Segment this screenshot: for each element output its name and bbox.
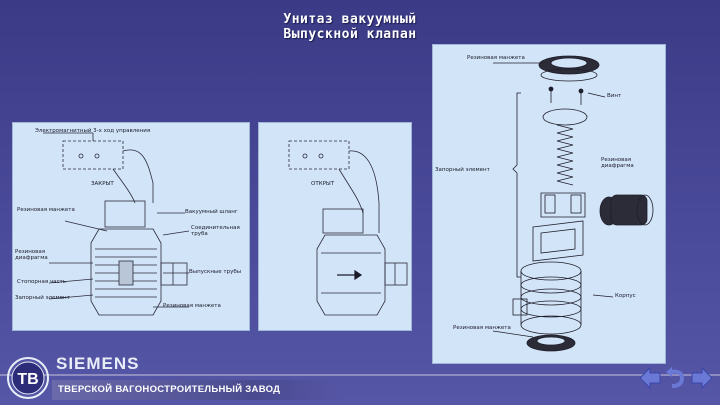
- parts-label-rubber-cuff-top: Резиновая манжета: [467, 55, 525, 61]
- page-title: Унитаз вакуумный Выпускной клапан: [240, 12, 460, 42]
- label-connecting-pipe: Соединительная труба: [191, 225, 240, 237]
- title-line-1: Унитаз вакуумный: [283, 12, 417, 27]
- label-rubber-cuff-bottom: Резиновая манжета: [163, 303, 221, 309]
- label-vacuum-shutter: Вакуумный шланг: [185, 209, 238, 215]
- parts-label-rubber-cuff-bottom: Резиновая манжета: [453, 325, 511, 331]
- svg-text:ТВ: ТВ: [17, 371, 38, 388]
- label-rubber-cuff-top: Резиновая манжета: [17, 207, 75, 213]
- label-locking-element: Запорный элемент: [15, 295, 70, 301]
- valve-closed-drawing: [43, 132, 190, 316]
- back-arrow-icon[interactable]: [638, 366, 662, 395]
- tvz-logo-icon: ТВ: [6, 356, 50, 405]
- parts-label-main-element: Запорный элемент: [435, 167, 490, 173]
- label-rubber-diaphragm: Резиновая диафрагма: [15, 249, 48, 261]
- valve-open-diagram: ОТКРЫТ: [258, 122, 412, 331]
- parts-label-housing: Корпус: [615, 293, 636, 299]
- parts-label-screw: Винт: [607, 93, 622, 99]
- label-outlet-pipe: Выпускные трубы: [189, 269, 242, 275]
- title-line-2: Выпускной клапан: [283, 27, 417, 42]
- valve-open-drawing: [288, 140, 408, 316]
- footer-divider: [0, 374, 720, 376]
- valve-closed-diagram: Электромагнитный 3-х ход управления ЗАКР…: [12, 122, 250, 331]
- forward-arrow-icon[interactable]: [690, 366, 714, 395]
- state-closed-label: ЗАКРЫТ: [91, 181, 114, 187]
- label-cylinder: Стопорная часть: [17, 279, 66, 285]
- label-solenoid: Электромагнитный 3-х ход управления: [35, 128, 151, 134]
- footer-bar: [52, 380, 340, 400]
- state-open-label: ОТКРЫТ: [311, 181, 335, 187]
- exploded-parts-diagram: Резиновая манжета Винт Запорный элемент …: [432, 44, 666, 364]
- company-name: ТВЕРСКОЙ ВАГОНОСТРОИТЕЛЬНЫЙ ЗАВОД: [58, 384, 281, 395]
- exploded-parts-drawing: [492, 55, 654, 352]
- return-icon[interactable]: [664, 366, 688, 395]
- brand-name: SIEMENS: [56, 354, 140, 373]
- parts-label-rubber-diaphragm: Резиновая диафрагма: [601, 157, 634, 169]
